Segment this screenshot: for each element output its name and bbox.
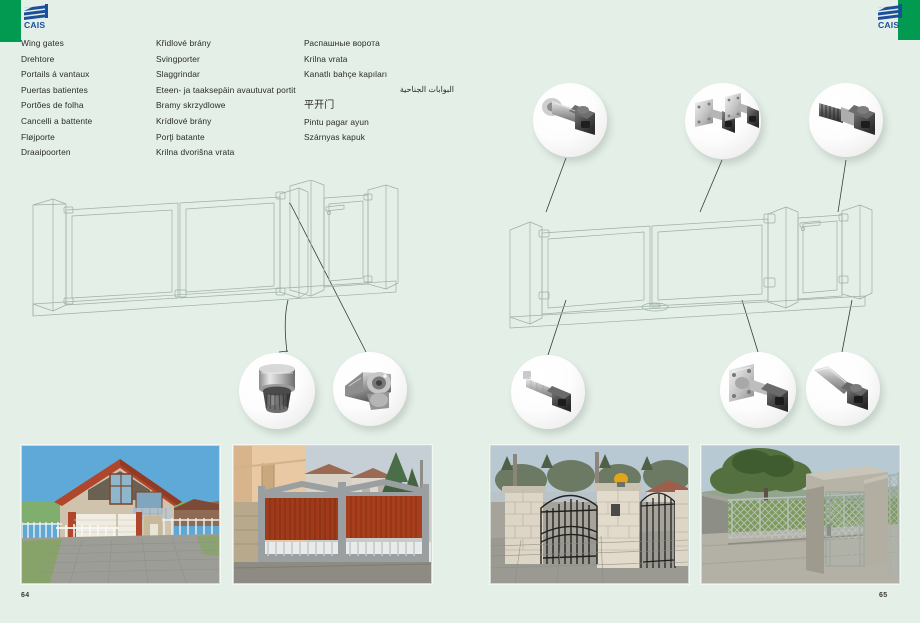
list-item: Portails á vantaux xyxy=(21,69,90,80)
list-item: Křidlové brány xyxy=(156,38,211,48)
list-item: Fløjporte xyxy=(21,131,55,142)
cais-logo-left: CAIS xyxy=(22,3,56,33)
wing-gate-drawing-left xyxy=(8,180,428,350)
gate-pivot-bearing-icon xyxy=(259,364,295,413)
list-item: Draaipoorten xyxy=(21,147,71,158)
list-item: Szárnyas kapuk xyxy=(304,132,365,143)
list-item: Portões de folha xyxy=(21,100,84,111)
list-item: Krilna vrata xyxy=(304,53,348,64)
list-item: Krídlové brány xyxy=(156,115,212,126)
list-item: البوابات الجناحية xyxy=(399,84,454,94)
hinge-pair-detail xyxy=(685,83,761,159)
list-item: Wing gates xyxy=(21,38,64,48)
green-edge-bar-left xyxy=(0,0,21,42)
svg-text:CAIS: CAIS xyxy=(878,20,899,30)
language-column-english-group: Wing gates Drehtore Portails á vantaux P… xyxy=(21,38,149,163)
gate-hinge-bracket-icon xyxy=(345,372,391,410)
bolt-through-gate-hinge-icon xyxy=(523,371,571,412)
green-edge-bar-right xyxy=(898,0,920,40)
cais-diagonal-stripes-icon xyxy=(24,4,48,20)
list-item: Svingporter xyxy=(156,53,200,64)
svg-text:CAIS: CAIS xyxy=(24,20,45,30)
list-item: Krilna dvorišna vrata xyxy=(156,147,235,158)
page-number-left: 64 xyxy=(21,592,30,599)
photo-concrete-gateway-mesh-fence xyxy=(701,445,900,584)
photo-grey-gate-wood-infill xyxy=(233,445,432,584)
list-item: Pintu pagar ayun xyxy=(304,116,369,127)
list-item: 平开门 xyxy=(304,100,335,112)
list-item: Bramy skrzydlowe xyxy=(156,100,226,111)
bolt-through-hinge-detail xyxy=(511,355,585,429)
plate-mount-hinge-detail xyxy=(720,352,796,428)
wing-gate-drawing-right xyxy=(480,178,900,348)
list-item: Kanatlı bahçe kapıları xyxy=(304,69,388,80)
photo-house-with-white-gate xyxy=(21,445,220,584)
list-item: Slaggrindar xyxy=(156,69,200,80)
list-item: Porţi batante xyxy=(156,131,205,142)
adjustable-gate-hinge-icon xyxy=(542,98,595,135)
list-item: Cancelli a battente xyxy=(21,115,93,126)
list-item: Puertas batientes xyxy=(21,84,88,95)
cais-diagonal-stripes-icon xyxy=(878,4,902,20)
plate-mount-gate-hinge-icon xyxy=(729,364,788,412)
photo-black-ornamental-gate xyxy=(490,445,689,584)
language-column-central-europe: Křidlové brány Svingporter Slaggrindar E… xyxy=(156,38,298,163)
weld-on-gate-hinge-icon xyxy=(814,366,868,410)
page-number-right: 65 xyxy=(879,592,888,599)
cais-logo-right: CAIS xyxy=(876,3,910,33)
language-column-world: Распашные ворота Krilna vrata Kanatlı ba… xyxy=(304,38,454,148)
adjustable-hinge-detail-1 xyxy=(533,83,607,157)
pivot-bearing-detail xyxy=(239,353,315,429)
threaded-hinge-detail xyxy=(809,83,883,157)
threaded-gate-hinge-icon xyxy=(819,103,875,135)
gate-hinge-pair-plate-icon xyxy=(695,93,759,133)
list-item: Eteen- ja taaksepäin avautuvat portit xyxy=(156,84,296,95)
list-item: Drehtore xyxy=(21,53,55,64)
weld-on-hinge-detail xyxy=(806,352,880,426)
hinge-bracket-detail xyxy=(333,352,407,426)
list-item: Распашные ворота xyxy=(304,38,380,48)
